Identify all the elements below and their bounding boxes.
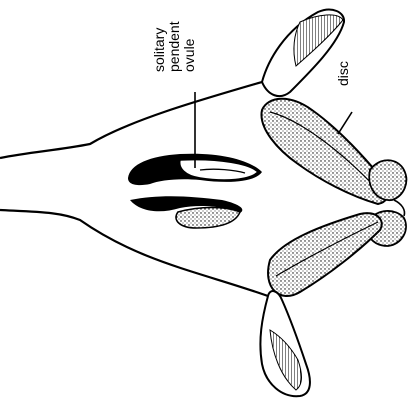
upper-petal xyxy=(261,99,388,204)
lower-ovule xyxy=(176,208,240,229)
receptacle-outline xyxy=(0,82,268,296)
ovule-label-line2: pendent xyxy=(167,8,182,72)
disc-label: disc xyxy=(336,61,351,86)
upper-anther xyxy=(369,160,406,200)
ovule-label-group: solitary pendent ovule xyxy=(152,8,238,72)
ovule-label-line1: solitary xyxy=(152,8,167,72)
lower-petal xyxy=(268,213,382,296)
disc-pointer-line xyxy=(338,112,352,134)
ovule-label-line3: ovule xyxy=(182,8,197,72)
